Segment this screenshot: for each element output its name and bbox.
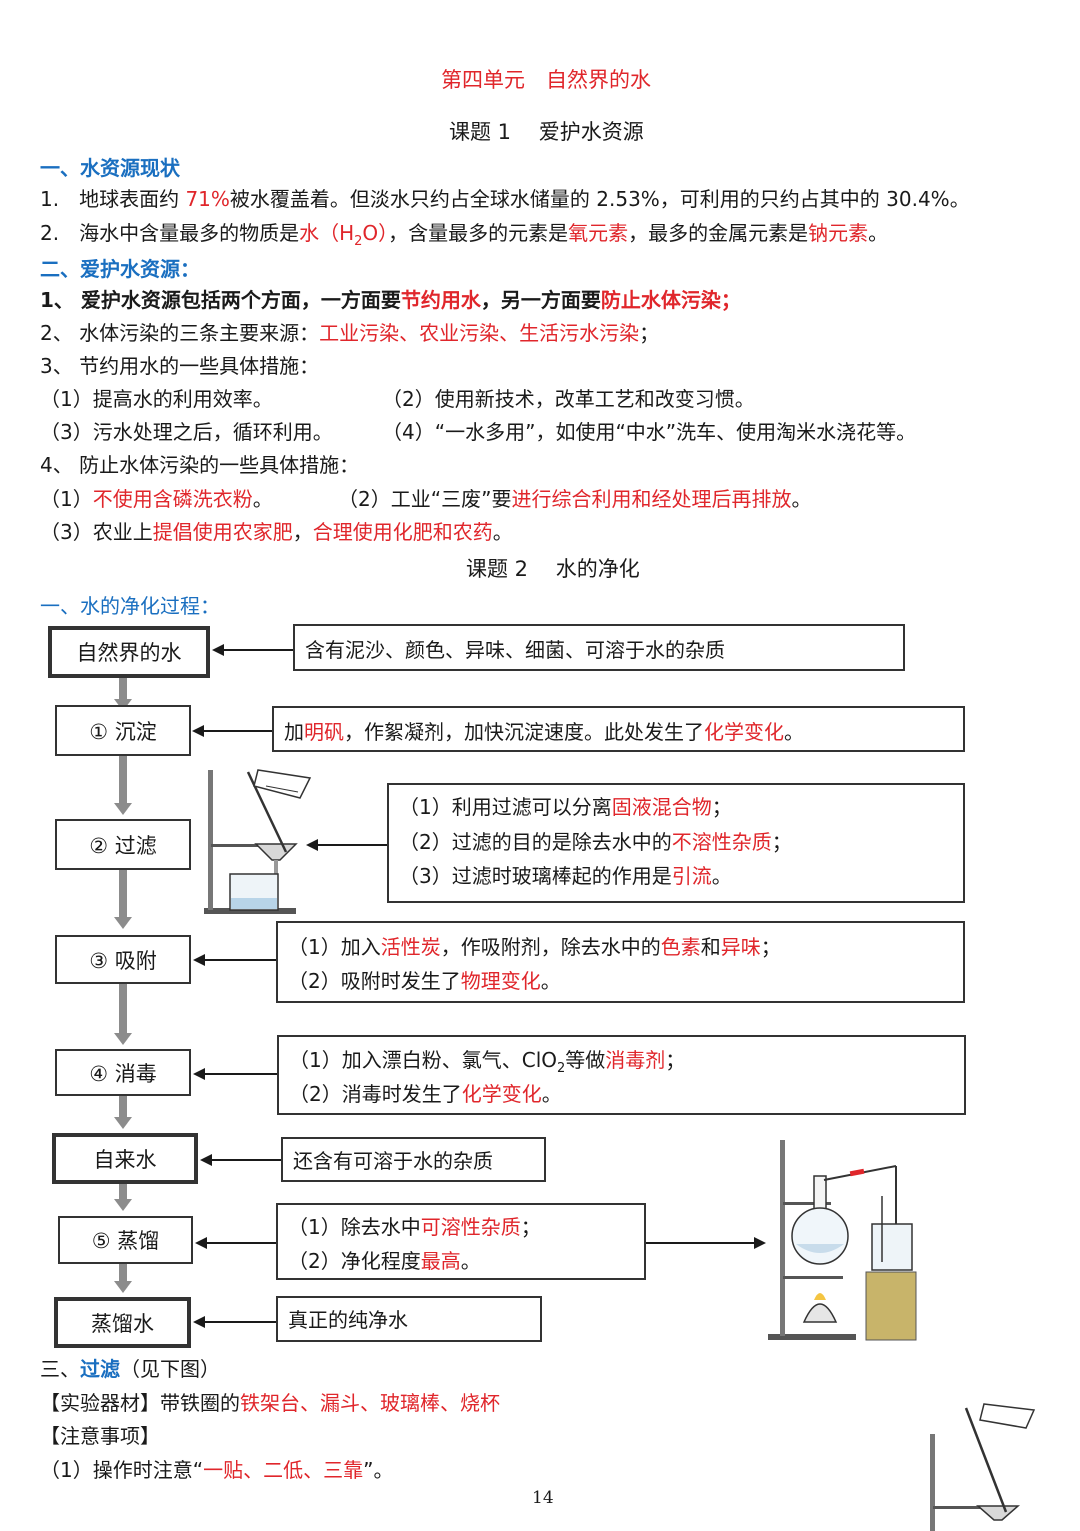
flow-arrow-bar: [119, 1096, 127, 1118]
connector-arrowhead: [193, 954, 205, 966]
s3-equipment: 【实验器材】带铁圈的铁架台、漏斗、玻璃棒、烧杯: [40, 1391, 500, 1415]
desc-distilled-water: 真正的纯净水: [276, 1296, 542, 1342]
desc-disinfect: （1）加入漂白粉、氯气、ClO2等做消毒剂； （2）消毒时发生了化学变化。: [277, 1035, 966, 1115]
filtration-sketch-illustration: [930, 1403, 1036, 1531]
flow-arrow-bar: [119, 1184, 127, 1200]
s2-line2: 2、 水体污染的三条主要来源：工业污染、农业污染、生活污水污染；: [40, 321, 660, 345]
connector-line: [203, 959, 276, 961]
s1-line2: 2. 海水中含量最多的物质是水（H2O），含量最多的元素是氧元素，最多的金属元素…: [40, 221, 889, 249]
connector-line: [210, 1159, 281, 1161]
flow-arrow-head: [114, 1033, 132, 1045]
s1-line1: 1. 地球表面约 71%被水覆盖着。但淡水只约占全球水储量的 2.53%，可利用…: [40, 187, 970, 211]
connector-arrowhead: [754, 1237, 766, 1249]
connector-arrowhead: [195, 1237, 207, 1249]
connector-arrowhead: [192, 725, 204, 737]
s2-measure-2: （2）使用新技术，改革工艺和改变习惯。: [382, 387, 755, 411]
page-number: 14: [532, 1488, 554, 1508]
stage-disinfect: ④ 消毒: [55, 1049, 191, 1096]
flow-arrow-bar: [119, 678, 127, 700]
flow-arrow-head: [114, 803, 132, 815]
section1-heading: 一、水资源现状: [40, 156, 180, 180]
s2-prevent-3: （3）农业上提倡使用农家肥，合理使用化肥和农药。: [40, 520, 513, 544]
stage-distilled-water: 蒸馏水: [54, 1297, 191, 1348]
flow-arrow-head: [114, 1281, 132, 1293]
stage-settle: ① 沉淀: [55, 705, 191, 756]
lesson2-title: 课题 2 水的净化: [466, 557, 640, 581]
desc-filter: （1）利用过滤可以分离固液混合物； （2）过滤的目的是除去水中的不溶性杂质； （…: [387, 783, 965, 903]
desc-distill: （1）除去水中可溶性杂质； （2）净化程度最高。: [276, 1203, 646, 1280]
lesson1-title: 课题 1 爱护水资源: [449, 120, 644, 144]
flow-heading: 一、水的净化过程：: [40, 594, 220, 618]
stage-tap-water: 自来水: [52, 1133, 198, 1184]
flow-arrow-bar: [119, 756, 127, 804]
unit-title: 第四单元 自然界的水: [441, 68, 651, 92]
stage-distill: ⑤ 蒸馏: [58, 1216, 193, 1264]
s3-notes-heading: 【注意事项】: [40, 1424, 160, 1448]
connector-arrowhead: [200, 1154, 212, 1166]
connector-arrowhead: [193, 1068, 205, 1080]
stage-natural-water: 自然界的水: [48, 626, 210, 678]
desc-natural-water: 含有泥沙、颜色、异味、细菌、可溶于水的杂质: [293, 624, 905, 671]
filtration-apparatus-illustration: [204, 769, 312, 914]
stage-adsorb: ③ 吸附: [55, 935, 191, 984]
flow-arrow-bar: [119, 984, 127, 1034]
connector-line: [203, 1073, 277, 1075]
connector-line: [222, 649, 294, 651]
section2-heading: 二、爱护水资源：: [40, 257, 200, 281]
connector-arrowhead: [306, 839, 318, 851]
connector-line: [203, 1321, 276, 1323]
s2-line1: 1、 爱护水资源包括两个方面，一方面要节约用水，另一方面要防止水体污染；: [40, 288, 741, 312]
flow-arrow-bar: [119, 1264, 127, 1282]
connector-line: [645, 1242, 755, 1244]
flow-arrow-head: [114, 1199, 132, 1211]
connector-line: [202, 730, 272, 732]
desc-settle: 加明矾，作絮凝剂，加快沉淀速度。此处发生了化学变化。: [272, 706, 965, 752]
section3-heading: 三、过滤（见下图）: [40, 1357, 220, 1381]
distillation-apparatus-illustration: [768, 1140, 917, 1341]
s2-prevent-1: （1）不使用含磷洗衣粉。: [40, 487, 273, 511]
s2-measure-3: （3）污水处理之后，循环利用。: [40, 420, 333, 444]
s3-note-1: （1）操作时注意“一贴、二低、三靠”。: [40, 1458, 394, 1482]
s2-measure-4: （4）“一水多用”，如使用“中水”洗车、使用淘米水浇花等。: [382, 420, 917, 444]
connector-line: [316, 844, 387, 846]
flow-arrow-head: [114, 1117, 132, 1129]
s2-line3: 3、 节约用水的一些具体措施：: [40, 354, 320, 378]
flow-arrow-bar: [119, 870, 127, 918]
stage-filter: ② 过滤: [55, 819, 191, 870]
desc-tap-water: 还含有可溶于水的杂质: [281, 1137, 546, 1182]
s2-measure-1: （1）提高水的利用效率。: [40, 387, 273, 411]
connector-arrowhead: [212, 644, 224, 656]
s2-line4: 4、 防止水体污染的一些具体措施：: [40, 453, 360, 477]
s2-prevent-2: （2）工业“三废”要进行综合利用和经处理后再排放。: [338, 487, 812, 511]
connector-line: [205, 1242, 276, 1244]
connector-arrowhead: [193, 1316, 205, 1328]
desc-adsorb: （1）加入活性炭，作吸附剂，除去水中的色素和异味； （2）吸附时发生了物理变化。: [276, 921, 965, 1003]
flow-arrow-head: [114, 917, 132, 929]
